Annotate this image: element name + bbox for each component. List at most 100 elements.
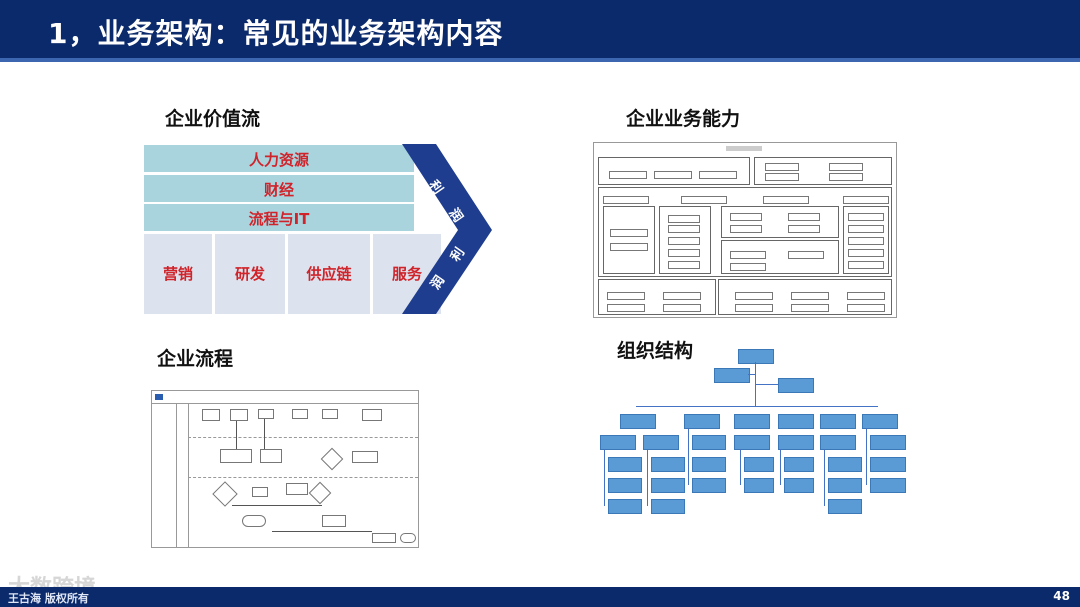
copyright-credit: 王古海 版权所有 xyxy=(8,592,89,605)
capability-subgroup xyxy=(721,240,839,274)
org-box xyxy=(734,414,770,429)
flow-connector xyxy=(264,419,265,449)
header-stripe xyxy=(0,58,1080,62)
capability-item xyxy=(668,237,700,245)
section-title-value-stream: 企业价值流 xyxy=(165,108,261,130)
flowchart-header xyxy=(152,391,418,404)
footer-bar: 王古海 版权所有 48 xyxy=(0,587,1080,607)
value-column-label: 研发 xyxy=(234,265,265,283)
org-box xyxy=(778,378,814,393)
section-title-capability: 企业业务能力 xyxy=(626,108,741,130)
org-connector xyxy=(748,374,755,375)
value-bar-finance: 财经 xyxy=(144,175,414,202)
value-column-marketing: 营销 xyxy=(144,234,212,314)
capability-item xyxy=(788,213,820,221)
org-box xyxy=(870,478,906,493)
capability-item xyxy=(735,292,773,300)
org-connector xyxy=(780,449,781,485)
lane-divider xyxy=(176,403,177,547)
value-bar-label: 财经 xyxy=(263,181,294,199)
capability-item xyxy=(668,225,700,233)
capability-item xyxy=(668,261,700,269)
lane-divider xyxy=(188,437,418,438)
capability-item xyxy=(610,243,648,251)
capability-item xyxy=(654,171,692,179)
capability-item xyxy=(848,213,884,221)
capability-item xyxy=(765,163,799,171)
capability-item xyxy=(847,292,885,300)
header-bar: 1，业务架构：常见的业务架构内容 xyxy=(0,0,1080,62)
org-connector xyxy=(647,449,648,506)
org-connector xyxy=(755,384,778,385)
org-box xyxy=(784,478,814,493)
capability-item xyxy=(843,196,889,204)
org-connector xyxy=(604,449,605,506)
org-box xyxy=(651,457,685,472)
value-column-label: 营销 xyxy=(162,265,193,283)
org-box xyxy=(684,414,720,429)
capability-group xyxy=(718,279,892,315)
capability-map-thumbnail xyxy=(593,142,897,318)
capability-group xyxy=(598,187,892,277)
org-box xyxy=(870,457,906,472)
org-box xyxy=(820,414,856,429)
capability-group xyxy=(754,157,892,185)
logo-icon xyxy=(155,394,163,400)
capability-item xyxy=(847,304,885,312)
org-box xyxy=(608,499,642,514)
org-box xyxy=(608,478,642,493)
capability-group xyxy=(598,279,716,315)
profit-chevron-arrow: 利 润 利 润 xyxy=(402,144,492,314)
capability-item xyxy=(788,225,820,233)
capability-subgroup xyxy=(603,206,655,274)
page-number: 48 xyxy=(1053,589,1070,603)
org-box xyxy=(778,435,814,450)
value-column-supply-chain: 供应链 xyxy=(288,234,370,314)
org-box xyxy=(692,478,726,493)
org-box xyxy=(608,457,642,472)
flow-step xyxy=(258,409,274,419)
flow-terminal xyxy=(242,515,266,527)
flow-step xyxy=(352,451,378,463)
flow-step xyxy=(260,449,282,463)
capability-item xyxy=(791,304,829,312)
capability-item xyxy=(663,292,701,300)
capability-item xyxy=(668,215,700,223)
org-connector xyxy=(824,449,825,506)
capability-item xyxy=(663,304,701,312)
capability-item xyxy=(848,225,884,233)
org-box xyxy=(862,414,898,429)
org-box xyxy=(651,478,685,493)
org-box xyxy=(744,457,774,472)
capability-item xyxy=(607,292,645,300)
lane-divider xyxy=(188,477,418,478)
flow-decision xyxy=(308,481,332,505)
org-box xyxy=(692,435,726,450)
org-connector xyxy=(866,428,867,485)
capability-item xyxy=(681,196,727,204)
capability-item xyxy=(668,249,700,257)
page-title: 1，业务架构：常见的业务架构内容 xyxy=(48,17,504,50)
org-box xyxy=(820,435,856,450)
org-connector xyxy=(688,428,689,485)
value-bar-label: 流程与IT xyxy=(248,210,310,228)
org-box xyxy=(620,414,656,429)
value-column-label: 服务 xyxy=(391,265,422,283)
org-box xyxy=(828,499,862,514)
org-connector xyxy=(740,449,741,485)
capability-item xyxy=(735,304,773,312)
capability-item xyxy=(730,251,766,259)
flow-step xyxy=(252,487,268,497)
flow-step xyxy=(322,409,338,419)
org-box xyxy=(692,457,726,472)
org-box xyxy=(600,435,636,450)
org-box xyxy=(828,478,862,493)
flow-step xyxy=(372,533,396,543)
capability-item xyxy=(730,225,762,233)
capability-item xyxy=(829,163,863,171)
flow-step xyxy=(292,409,308,419)
org-connector xyxy=(636,406,878,407)
flow-step xyxy=(286,483,308,495)
org-box xyxy=(828,457,862,472)
capability-item xyxy=(610,229,648,237)
